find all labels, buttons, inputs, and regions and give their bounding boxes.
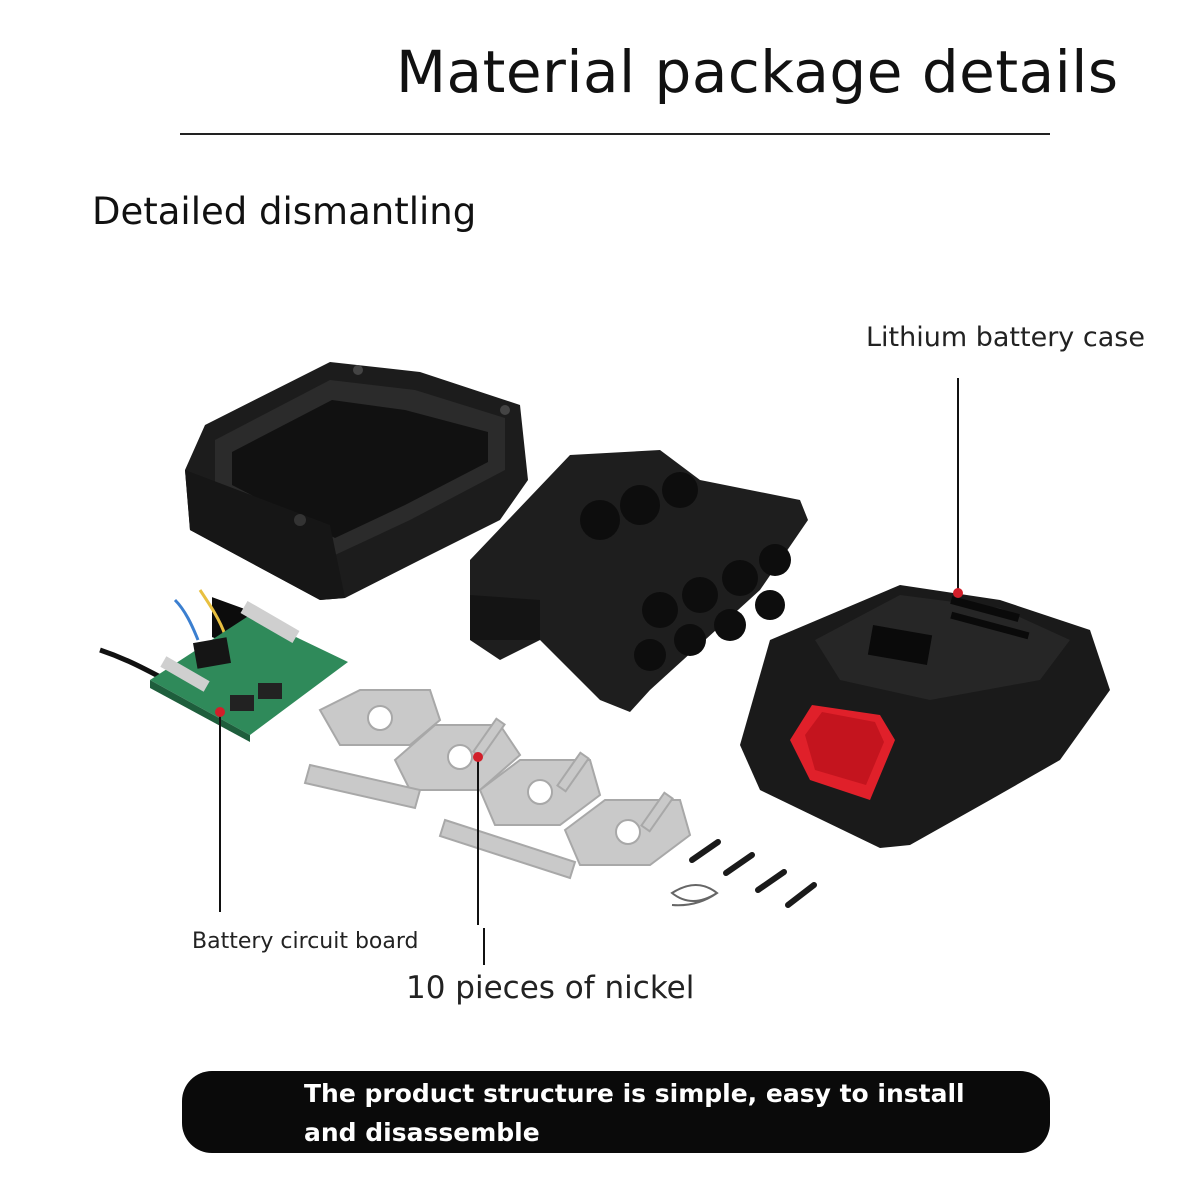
callout-battery-case: Lithium battery case (866, 322, 1145, 353)
lithium-battery-case (740, 585, 1110, 848)
footer-banner: The product structure is simple, easy to… (182, 1071, 1050, 1153)
callout-leaders (215, 378, 963, 965)
callout-nickel-pieces: 10 pieces of nickel (406, 970, 695, 1006)
title-divider (180, 133, 1050, 135)
footer-banner-text: The product structure is simple, easy to… (304, 1079, 965, 1147)
nickel-strips (303, 689, 692, 880)
battery-circuit-board (99, 589, 348, 742)
section-heading: Detailed dismantling (92, 190, 477, 233)
screws-and-spring (670, 839, 817, 908)
page-title: Material package details (396, 38, 1119, 106)
cell-holder-bracket (470, 450, 808, 712)
callout-circuit-board: Battery circuit board (192, 929, 419, 954)
